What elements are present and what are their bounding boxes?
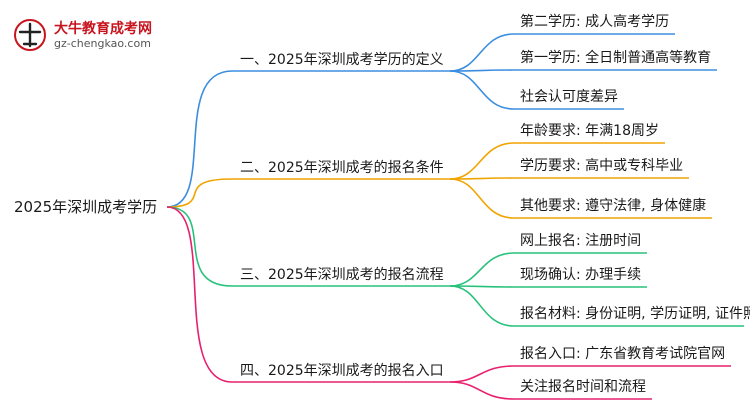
branch-leaf-connector (449, 285, 515, 327)
leaf-topic: 关注报名时间和流程 (520, 379, 646, 395)
branch-leaf-connector (449, 33, 515, 72)
root-branch-connector (166, 206, 233, 383)
leaf-topic: 第二学历: 成人高考学历 (520, 14, 670, 30)
leaf-topic: 第一学历: 全日制普通高等教育 (520, 50, 712, 66)
branch-leaf-connector (449, 142, 515, 180)
branch-topic-entry: 四、2025年深圳成考的报名入口 (240, 363, 444, 379)
branch-leaf-connector (449, 69, 515, 72)
branch-topic-definition: 一、2025年深圳成考学历的定义 (240, 52, 444, 68)
branch-leaf-connector (449, 285, 515, 288)
branch-topic-process: 三、2025年深圳成考的报名流程 (240, 267, 444, 283)
logo-url: gz-chengkao.com (54, 37, 151, 50)
branch-leaf-connector (449, 252, 515, 287)
leaf-topic: 报名入口: 广东省教育考试院官网 (520, 346, 726, 362)
leaf-topic: 学历要求: 高中或专科毕业 (520, 158, 684, 174)
leaf-topic: 现场确认: 办理手续 (520, 267, 642, 283)
leaf-topic: 网上报名: 注册时间 (520, 233, 642, 249)
branch-leaf-connector (449, 178, 515, 219)
branch-leaf-connector (449, 365, 515, 383)
leaf-topic: 其他要求: 遵守法律, 身体健康 (520, 198, 707, 214)
leaf-topic: 社会认可度差异 (520, 89, 618, 105)
branch-topic-requirements: 二、2025年深圳成考的报名条件 (240, 160, 444, 176)
leaf-topic: 报名材料: 身份证明, 学历证明, 证件照 (520, 306, 750, 322)
root-topic: 2025年深圳成考学历 (14, 198, 158, 216)
root-branch-connector (166, 70, 233, 208)
logo-title: 大牛教育成考网 (54, 21, 152, 37)
site-logo[interactable]: 大牛教育成考网 gz-chengkao.com (8, 14, 188, 56)
root-branch-connector (166, 178, 233, 208)
root-branch-connector (166, 206, 233, 287)
branch-leaf-connector (449, 177, 515, 180)
logo-mark-icon (14, 19, 46, 51)
branch-leaf-connector (449, 381, 515, 400)
leaf-topic: 年龄要求: 年满18周岁 (520, 123, 659, 139)
branch-leaf-connector (449, 70, 515, 110)
